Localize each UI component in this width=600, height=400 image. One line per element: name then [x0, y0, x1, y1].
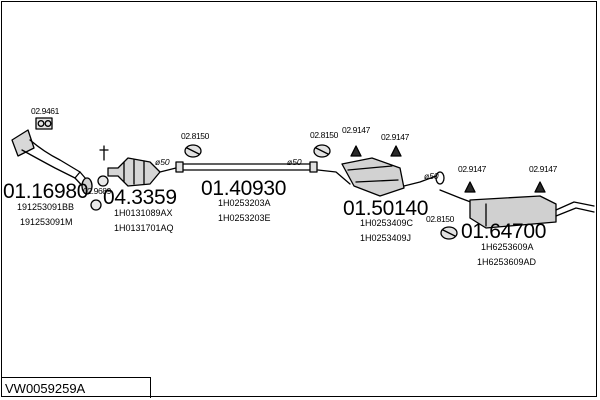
part-2-ref-2: 1H0131701AQ	[114, 223, 174, 233]
diameter-3-symbol: ø	[424, 171, 430, 181]
center-silencer	[317, 157, 445, 197]
clamp-1	[184, 144, 202, 158]
hanger-3	[464, 181, 476, 193]
diameter-2-symbol: ø	[287, 157, 293, 167]
diameter-1-symbol: ø	[155, 157, 161, 167]
part-5-ref-2: 1H6253609AD	[477, 257, 537, 267]
part-3-ref-1: 1H0253203A	[218, 198, 271, 208]
clamp-2	[313, 144, 331, 158]
gasket-mid-label: 02.9689	[83, 186, 111, 196]
diagram-code-box: VW0059259A	[1, 377, 151, 398]
part-4-ref-2: 1H0253409J	[360, 233, 412, 243]
clamp-1-label: 02.8150	[181, 131, 209, 141]
clamp-2-label: 02.8150	[310, 130, 338, 140]
hanger-4-label: 02.9147	[529, 164, 557, 174]
diameter-3: ø50	[424, 172, 439, 181]
part-2-ref-1: 1H0131089AX	[114, 208, 173, 218]
diameter-3-value: 50	[429, 171, 439, 181]
part-3-number: 01.40930	[201, 177, 287, 200]
part-2-number: 04.3359	[103, 186, 177, 209]
gasket-top-label: 02.9461	[31, 106, 59, 116]
hanger-4	[534, 181, 546, 193]
part-1-number: 01.16980	[3, 180, 89, 203]
diameter-2-value: 50	[292, 157, 302, 167]
hanger-3-label: 02.9147	[458, 164, 486, 174]
front-pipe	[11, 129, 93, 195]
part-5-number: 01.64700	[461, 220, 547, 243]
hanger-2-label: 02.9147	[381, 132, 409, 142]
gasket-top	[35, 117, 53, 130]
part-3-ref-2: 1H0253203E	[218, 213, 271, 223]
rear-silencer	[439, 189, 595, 229]
diameter-1: ø50	[155, 158, 170, 167]
clamp-3-label: 02.8150	[426, 214, 454, 224]
gasket-mid	[90, 175, 109, 211]
part-1-ref-2: 191253091M	[20, 217, 73, 227]
hanger-1-label: 02.9147	[342, 125, 370, 135]
clamp-3	[440, 226, 458, 240]
part-1-ref-1: 191253091BB	[17, 202, 75, 212]
part-5-ref-1: 1H6253609A	[481, 242, 534, 252]
diagram-code: VW0059259A	[5, 381, 86, 396]
diameter-1-value: 50	[160, 157, 170, 167]
part-4-number: 01.50140	[343, 197, 429, 220]
diameter-2: ø50	[287, 158, 302, 167]
part-4-ref-1: 1H0253409C	[360, 218, 414, 228]
catalytic-converter	[99, 145, 177, 187]
middle-pipe	[175, 161, 318, 173]
hanger-1	[350, 145, 362, 157]
hanger-2	[390, 145, 402, 157]
